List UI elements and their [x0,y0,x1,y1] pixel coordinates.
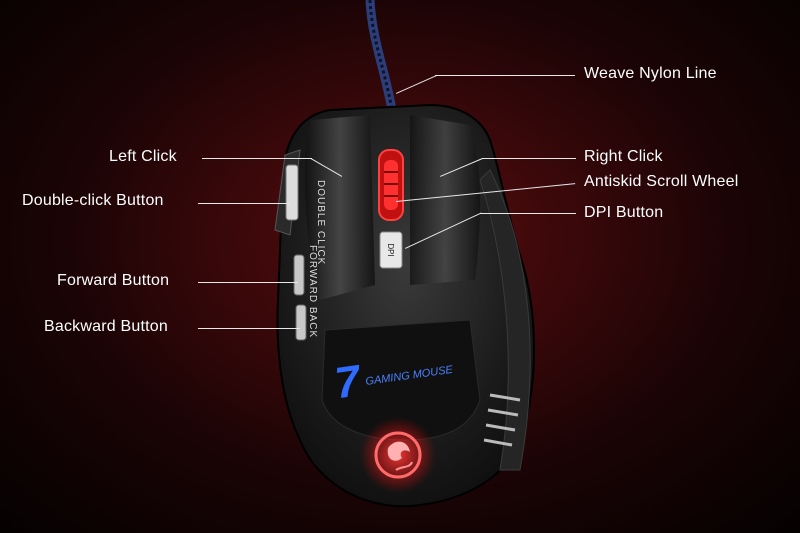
label-backward-button: Backward Button [44,318,168,335]
side-text-double-click: DOUBLE CLICK [315,180,326,265]
right-button-surface [410,115,480,285]
left-button-surface [304,115,375,300]
leader-left-click [202,158,312,159]
label-right-click: Right Click [584,148,663,165]
dpi-button-text: DPI [386,243,395,256]
label-double-click-button: Double-click Button [22,192,164,209]
label-weave-nylon-line: Weave Nylon Line [584,65,717,82]
label-dpi-button: DPI Button [584,204,664,221]
backward-side-button [295,304,307,341]
side-text-forward-back: FORWARD BACK [307,245,318,338]
label-left-click: Left Click [109,148,177,165]
leader-right-click [482,158,576,159]
leader-dpi [480,213,576,214]
label-forward-button: Forward Button [57,272,170,289]
dpi-button-shape [379,231,403,269]
forward-side-button [293,254,305,296]
leader-forward [198,282,298,283]
leader-double-click [198,203,290,204]
cable [365,0,397,111]
label-antiskid-scroll-wheel: Antiskid Scroll Wheel [584,173,739,190]
dragon-logo-icon [374,431,422,479]
double-click-side-button [285,164,299,221]
leader-backward [198,328,300,329]
leader-weave [435,75,575,76]
